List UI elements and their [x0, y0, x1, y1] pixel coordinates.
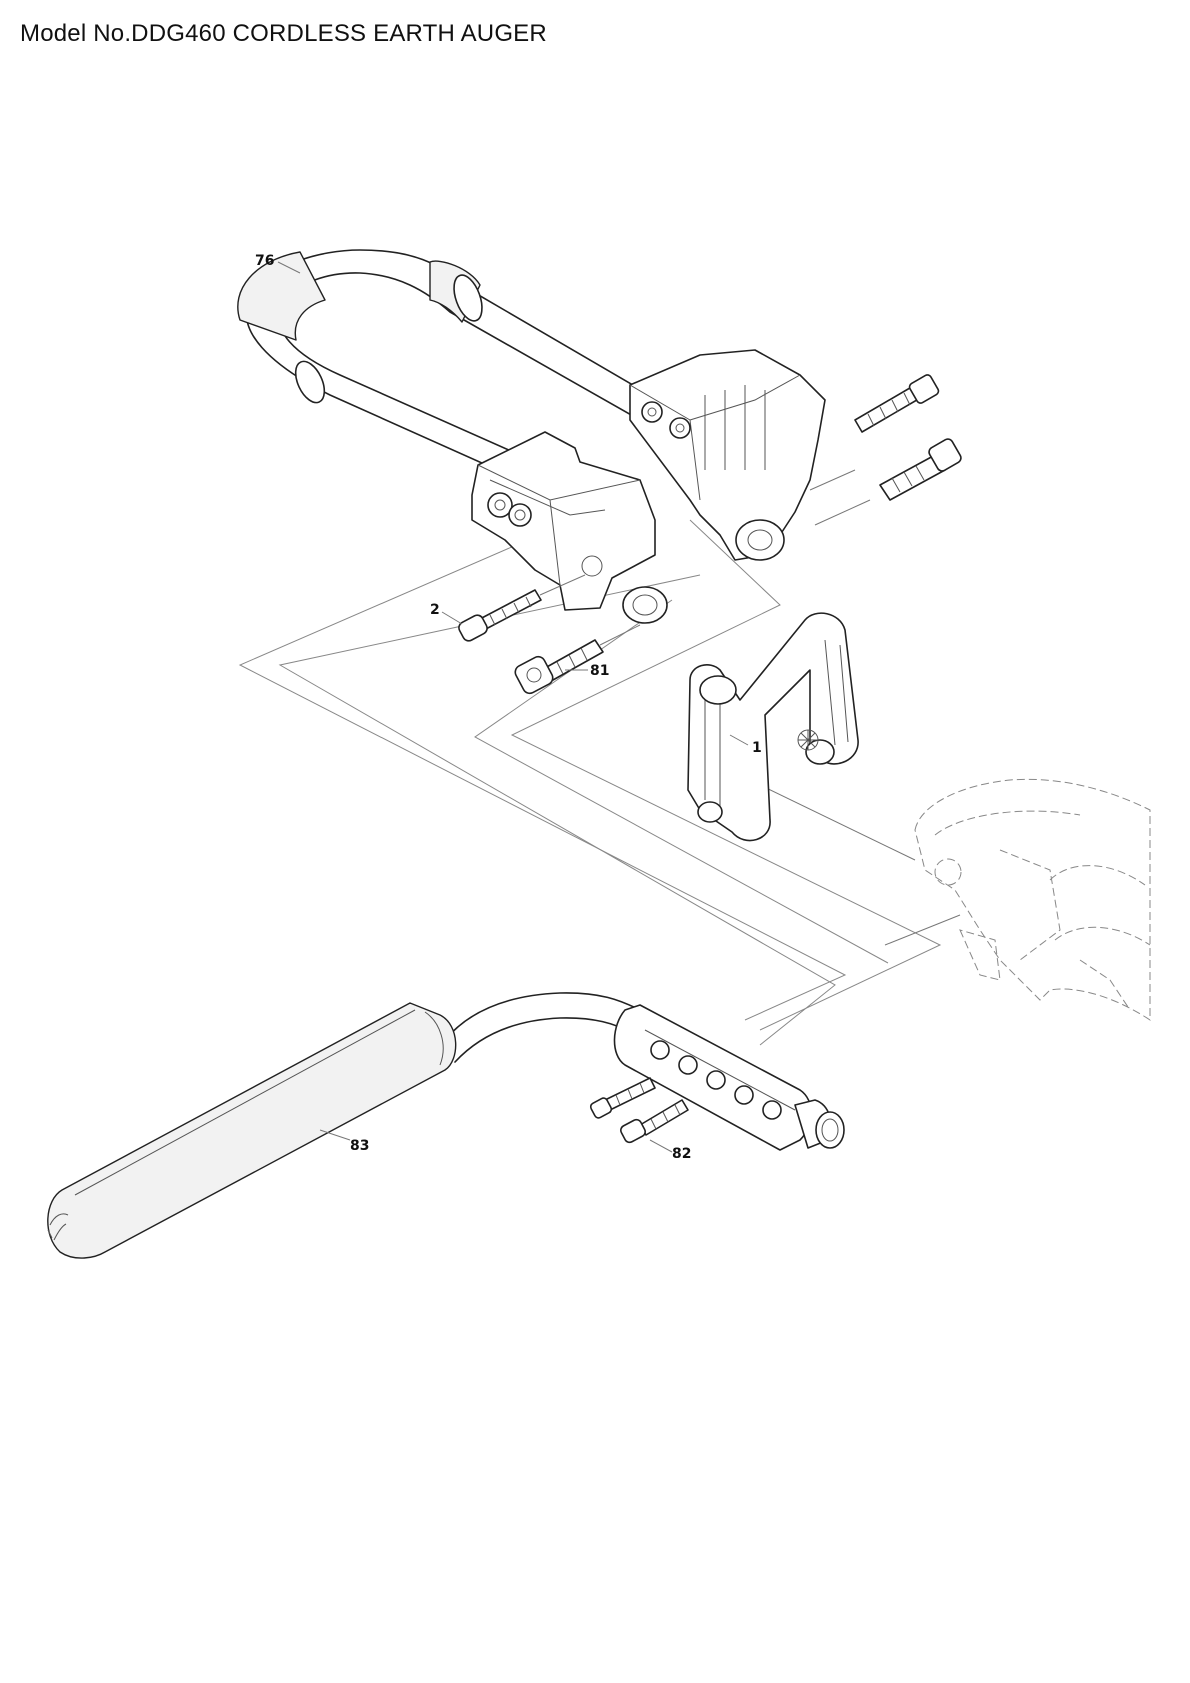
part-2-screw [458, 574, 586, 642]
callout-82: 82 [672, 1146, 691, 1162]
handle-clamp-sleeve [613, 1004, 845, 1151]
callout-labels: 76 2 81 1 83 82 [255, 253, 762, 1162]
page-title: Model No.DDG460 CORDLESS EARTH AUGER [20, 20, 547, 47]
callout-83: 83 [350, 1138, 369, 1154]
motor-housing-reference [914, 778, 1151, 1021]
part-83-bent-handle [47, 992, 641, 1259]
callout-1: 1 [752, 740, 762, 756]
bracket-screws-upper [809, 374, 962, 526]
part-81-screw [514, 624, 641, 695]
part-1-side-grip [687, 612, 859, 842]
part-82-screws [589, 1077, 689, 1153]
callout-76: 76 [255, 253, 274, 269]
part-76-loop-handle [237, 249, 826, 624]
callout-2: 2 [430, 602, 440, 618]
callout-81: 81 [590, 663, 609, 679]
